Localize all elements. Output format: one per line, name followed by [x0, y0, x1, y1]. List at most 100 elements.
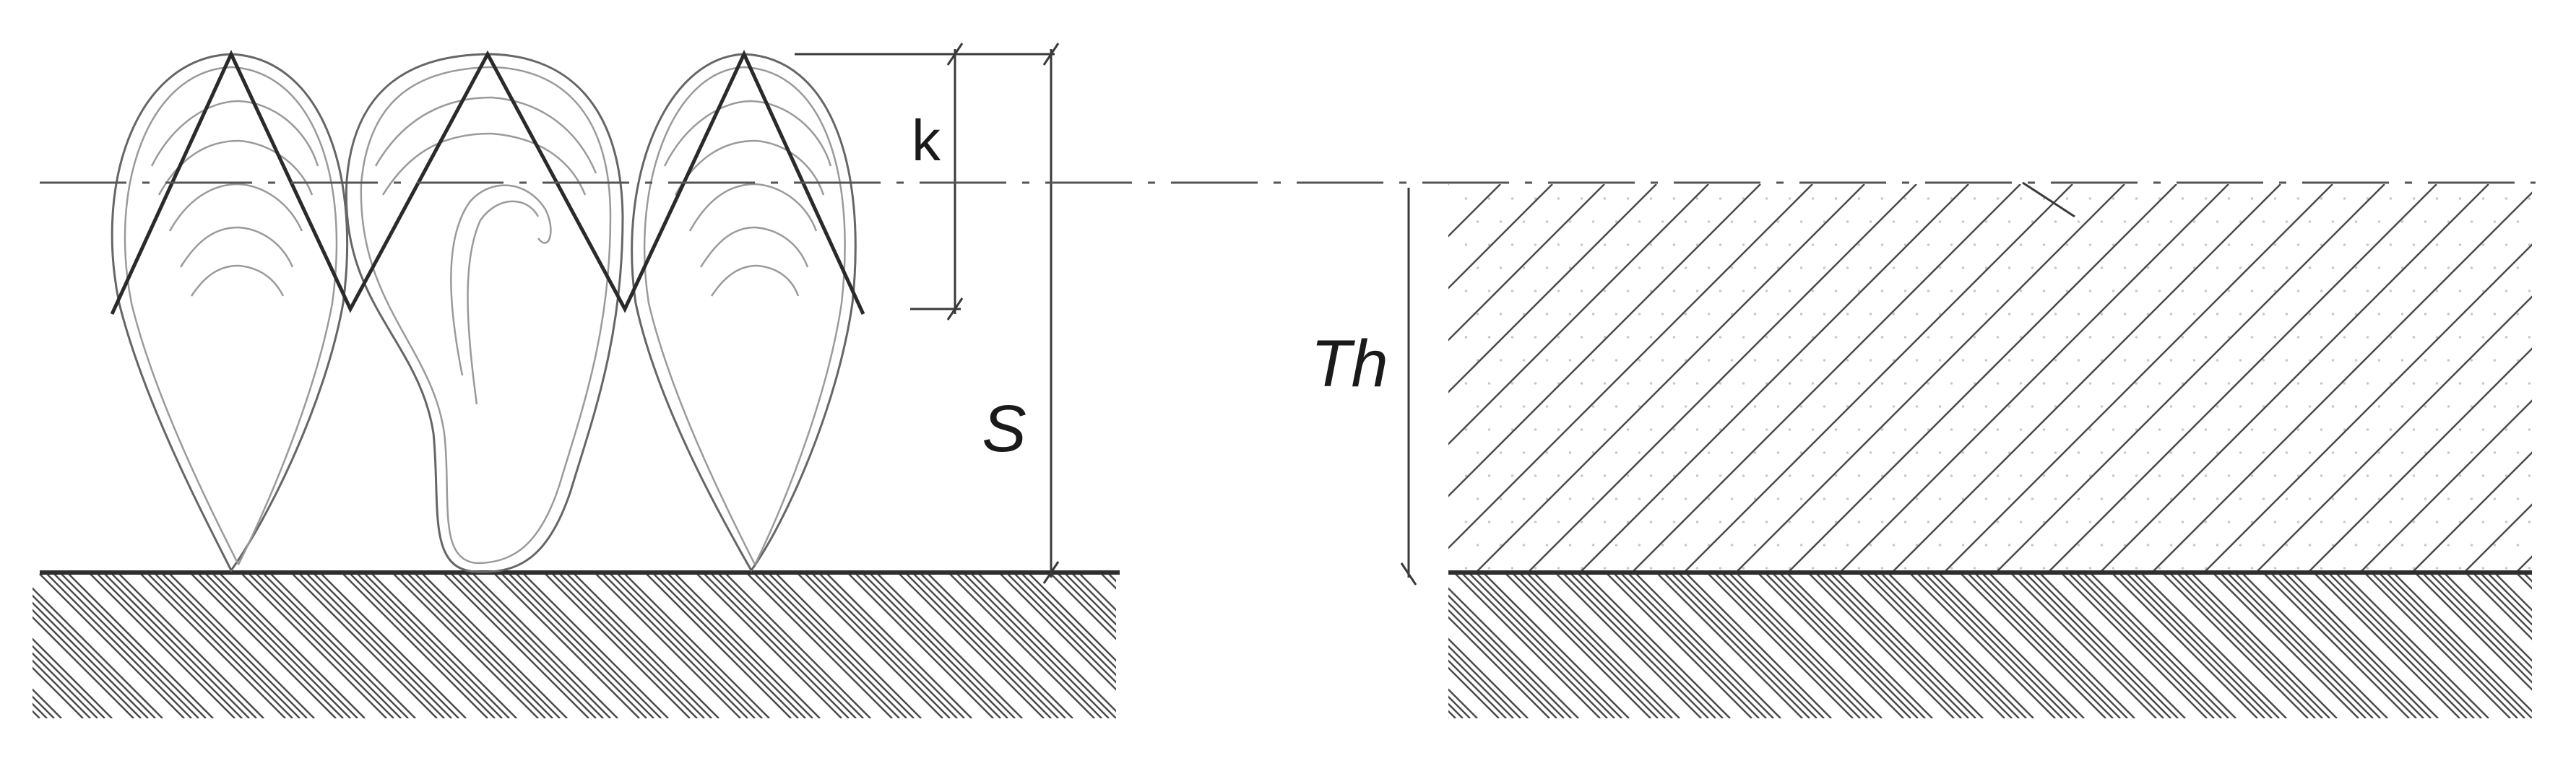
substrate-hatch-line	[1838, 574, 1984, 718]
coating-dot	[2320, 474, 2323, 477]
coating-dot	[2204, 197, 2208, 200]
coating-dot	[1799, 266, 1803, 269]
coating-dot	[2273, 521, 2277, 523]
substrate-hatch-line	[704, 574, 850, 718]
substrate-hatch-line	[1123, 574, 1268, 718]
coating-dot	[2458, 243, 2462, 246]
coating-dot	[2470, 497, 2473, 500]
coating-dot	[1984, 405, 1988, 408]
substrate-hatch-line	[451, 574, 597, 718]
coating-dot	[2366, 336, 2369, 339]
coating-hatch-line	[1475, 184, 1865, 573]
substrate-hatch-line	[371, 574, 517, 718]
coating-dot	[1730, 359, 1734, 362]
substrate-hatch-line	[97, 574, 243, 718]
coating-dot	[1915, 359, 1919, 362]
substrate-hatch-line	[1722, 574, 1868, 718]
substrate-hatch-line	[2416, 574, 2532, 691]
coating-dot	[1903, 474, 1907, 477]
substrate-hatch-line	[321, 574, 467, 718]
substrate-hatch-line	[776, 574, 922, 718]
coating-dot	[2516, 405, 2520, 408]
substrate-hatch-line	[2141, 574, 2287, 718]
coating-dot	[2320, 290, 2323, 292]
coating-dot	[1961, 313, 1965, 315]
coating-dot	[1615, 359, 1618, 362]
coating-dot	[1880, 290, 1884, 292]
coating-dot	[1915, 266, 1919, 269]
coating-dot	[1938, 544, 1942, 547]
coating-dot	[2377, 313, 2381, 315]
coating-dot	[1765, 474, 1768, 477]
substrate-hatch-line	[617, 574, 763, 718]
coating-dot	[1996, 290, 2000, 292]
coating-hatch-line	[2307, 347, 2532, 573]
coating-dot	[1730, 451, 1734, 454]
substrate-hatch-line	[33, 609, 142, 718]
coating-dot	[2504, 382, 2508, 385]
coating-dot	[2227, 382, 2231, 385]
substrate-hatch-line	[2495, 574, 2532, 612]
coating-dot	[1568, 220, 1572, 223]
substrate-hatch-line	[1809, 574, 1955, 718]
coating-dot	[2481, 428, 2485, 431]
substrate-hatch-line	[2437, 574, 2532, 669]
coating-dot	[2100, 451, 2104, 454]
coating-dot	[1903, 197, 1907, 200]
coating-dot	[2273, 243, 2277, 246]
coating-dot	[2135, 521, 2138, 523]
substrate-hatch-line	[2488, 574, 2532, 619]
substrate-hatch-line	[33, 652, 98, 718]
substrate-hatch-line	[1152, 574, 1297, 718]
substrate-hatch-line	[1975, 574, 2121, 718]
coating-dot	[2308, 220, 2312, 223]
coating-dot	[2088, 336, 2092, 339]
substrate-hatch-line	[2380, 574, 2525, 718]
coating-dot	[2389, 243, 2393, 246]
coating-dot	[1846, 544, 1849, 547]
substrate-hatch-line	[725, 574, 871, 718]
substrate-hatch-line	[494, 574, 640, 718]
coating-dot	[1510, 197, 1514, 200]
substrate-hatch-line	[1275, 574, 1419, 718]
coating-dot	[2331, 313, 2335, 315]
coating-dot	[1719, 474, 1722, 477]
coating-dot	[1927, 521, 1930, 523]
coating-dot	[2169, 451, 2173, 454]
coating-dot	[1534, 428, 1537, 431]
coating-dot	[1834, 474, 1838, 477]
coating-dot	[1522, 544, 1526, 547]
substrate-hatch-line	[256, 574, 402, 718]
coating-dot	[2239, 497, 2242, 500]
coating-hatch-line	[1735, 184, 2125, 573]
substrate-hatch-line	[1469, 574, 1615, 718]
coating-dot	[1522, 266, 1526, 269]
coating-dot	[1857, 336, 1861, 339]
coating-dot	[2481, 474, 2485, 477]
substrate-hatch-line	[2314, 574, 2460, 718]
coating-dot	[2331, 497, 2335, 500]
coating-dot	[1811, 474, 1815, 477]
coating-dot	[1869, 359, 1872, 362]
substrate-hatch-line	[1758, 574, 1904, 718]
coating-dot	[1742, 567, 1745, 570]
substrate-hatch-line	[956, 574, 1102, 718]
coating-dot	[1476, 405, 1479, 408]
coating-dot	[1464, 290, 1468, 292]
substrate-hatch-line	[761, 574, 907, 718]
coating-dot	[2123, 497, 2127, 500]
coating-dot	[1961, 220, 1965, 223]
coating-dot	[1707, 359, 1711, 362]
coating-dot	[2308, 313, 2312, 315]
coating-dot	[2516, 451, 2520, 454]
substrate-hatch-line	[1664, 574, 1810, 718]
substrate-hatch-line	[53, 574, 199, 718]
coating-dot	[1522, 359, 1526, 362]
substrate-hatch-line	[2213, 574, 2359, 718]
substrate-hatch-line	[863, 574, 1008, 718]
coating-dot	[1684, 497, 1687, 500]
coating-dot	[1476, 266, 1479, 269]
substrate-hatch-line	[212, 574, 358, 718]
coating-dot	[1557, 197, 1560, 200]
